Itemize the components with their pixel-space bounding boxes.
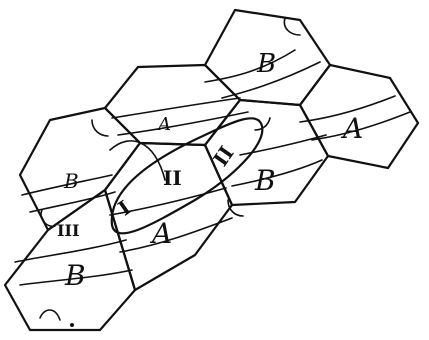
label-roman-ii-left: II bbox=[163, 166, 182, 190]
label-a-center: A bbox=[149, 217, 172, 250]
label-a-right: A bbox=[340, 112, 363, 145]
corner-arc bbox=[92, 120, 108, 136]
band-line bbox=[30, 192, 115, 212]
label-roman-ii-right: II bbox=[208, 142, 238, 171]
band-line bbox=[112, 98, 240, 118]
label-a-upper: A bbox=[156, 114, 171, 135]
corner-arc bbox=[40, 310, 60, 320]
label-b-bottom: B bbox=[64, 259, 86, 292]
band-lines bbox=[15, 50, 410, 285]
label-b-left: B bbox=[63, 169, 79, 193]
label-roman-iii: III bbox=[57, 221, 79, 240]
hex-upper-mid bbox=[105, 65, 240, 145]
label-b-center: B bbox=[254, 164, 276, 197]
label-b-top: B bbox=[256, 49, 276, 79]
band-line bbox=[120, 218, 232, 252]
dot-mark bbox=[70, 323, 74, 327]
label-roman-i: I bbox=[114, 195, 135, 220]
